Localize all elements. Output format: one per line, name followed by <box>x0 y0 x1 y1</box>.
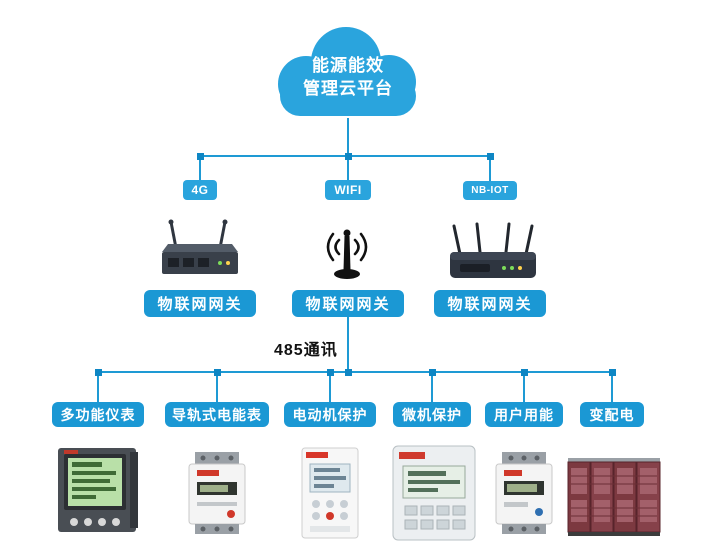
microcomputer-protection-image <box>391 444 477 544</box>
user-energy-meter-image <box>491 450 557 536</box>
cloud-title-line1: 能源能效 <box>312 56 384 75</box>
cloud-platform-title: 能源能效 管理云平台 <box>262 54 434 100</box>
network-tag-4g: 4G <box>183 180 217 200</box>
nbiot-router-image <box>446 220 540 288</box>
device-label-power-distribution: 变配电 <box>580 402 644 427</box>
motor-protection-image <box>300 446 360 540</box>
cloud-title-line2: 管理云平台 <box>303 79 393 98</box>
bus-485-label: 485通讯 <box>274 342 338 359</box>
wifi-antenna-image <box>317 220 377 282</box>
gateway-label-nbiot: 物联网网关 <box>434 290 546 317</box>
din-rail-meter-image <box>185 450 249 536</box>
device-label-multifunction-meter: 多功能仪表 <box>52 402 144 427</box>
gateway-label-4g: 物联网网关 <box>144 290 256 317</box>
device-label-microcomputer-protection: 微机保护 <box>393 402 471 427</box>
power-distribution-cabinets-image <box>566 452 662 538</box>
gateway-label-wifi: 物联网网关 <box>292 290 404 317</box>
network-tag-nbiot: NB-IOT <box>463 181 517 200</box>
cloud-icon <box>278 27 416 116</box>
network-tag-wifi: WIFI <box>325 180 371 200</box>
multifunction-meter-image <box>56 444 140 538</box>
device-label-user-energy: 用户用能 <box>485 402 563 427</box>
cloud-platform-node: 能源能效 管理云平台 <box>262 22 434 126</box>
device-label-motor-protection: 电动机保护 <box>284 402 376 427</box>
router-4g-image <box>158 218 242 282</box>
device-label-din-rail-meter: 导轨式电能表 <box>165 402 269 427</box>
